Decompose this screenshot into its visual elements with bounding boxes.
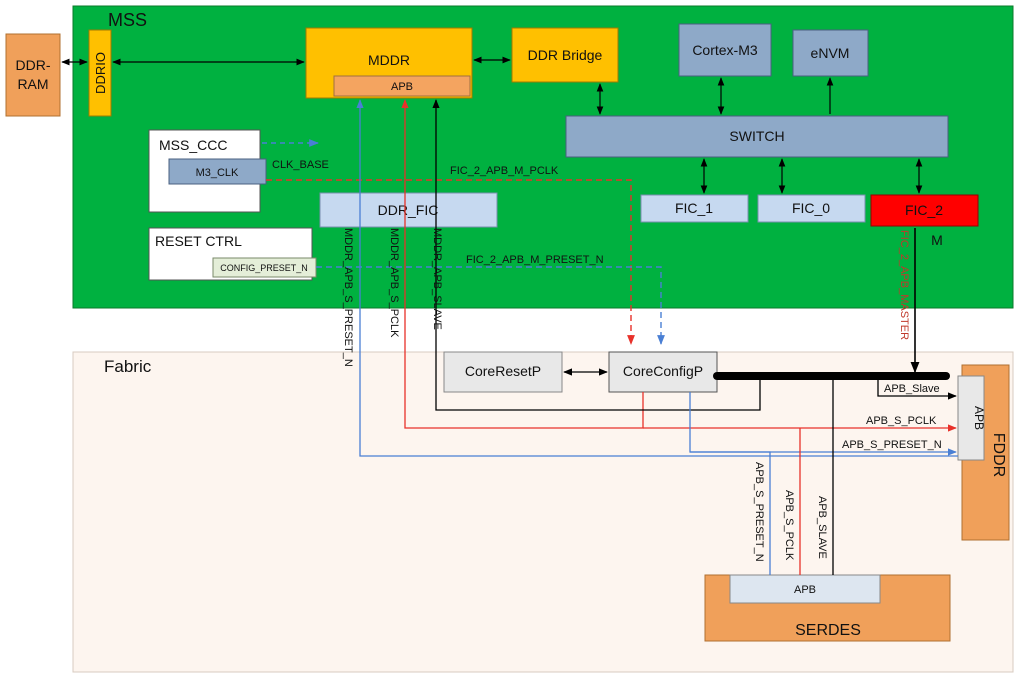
- clk-base-label: CLK_BASE: [272, 159, 329, 171]
- ddr-ram-block: DDR- RAM: [5, 33, 61, 117]
- mddr-label: MDDR: [368, 52, 410, 68]
- reset-ctrl-block: RESET CTRL CONFIG_PRESET_N: [148, 227, 317, 281]
- core-reset-p-block: CoreResetP: [443, 351, 563, 393]
- serdes-label: SERDES: [795, 622, 861, 639]
- mss-region-label: MSS: [108, 10, 147, 30]
- ddrio-block: DDRIO: [88, 29, 112, 117]
- mddr-apb-s-preset-n-line: [356, 99, 958, 457]
- fic2-apb-m-pclk-label: FIC_2_APB_M_PCLK: [450, 165, 559, 177]
- core-reset-p-label: CoreResetP: [465, 363, 541, 379]
- fddr-apb-label: APB: [972, 406, 986, 430]
- mddr-apb-slave-label: MDDR_APB_SLAVE: [431, 228, 443, 330]
- fic2-apb-m-preset-n-label: FIC_2_APB_M_PRESET_N: [466, 254, 604, 266]
- apb-s-preset-n-serdes-line: [690, 451, 771, 575]
- switch-label: SWITCH: [729, 128, 784, 144]
- apb-slave-serdes-label: APB_SLAVE: [816, 496, 828, 559]
- fic-1-block: FIC_1: [640, 194, 749, 223]
- ddr-ram-label-line2: RAM: [17, 76, 48, 92]
- mss-ccc-label: MSS_CCC: [159, 137, 227, 153]
- core-config-p-label: CoreConfigP: [623, 363, 703, 379]
- mss-ccc-block: MSS_CCC M3_CLK: [148, 129, 267, 213]
- apb-s-preset-n-serdes-label: APB_S_PRESET_N: [753, 462, 765, 562]
- switch-block: SWITCH: [565, 115, 949, 158]
- apb-slave-fddr-label: APB_Slave: [884, 383, 940, 395]
- ddr-fic-block: DDR_FIC: [319, 192, 498, 228]
- serdes-apb-label: APB: [794, 584, 816, 596]
- fic-0-label: FIC_0: [792, 200, 830, 216]
- apb-s-preset-n-fddr-label: APB_S_PRESET_N: [842, 439, 942, 451]
- fic-2-block: FIC_2 M: [870, 194, 979, 248]
- fic-2-mode-label: M: [931, 232, 943, 248]
- cortex-m3-block: Cortex-M3: [678, 23, 772, 77]
- fic-1-label: FIC_1: [675, 200, 713, 216]
- fic2-apb-m-preset-n-line: [316, 266, 665, 345]
- fabric-region-label: Fabric: [104, 357, 152, 376]
- mddr-apb-label: APB: [391, 81, 413, 93]
- ddr-bridge-block: DDR Bridge: [511, 27, 619, 83]
- config-preset-n-label: CONFIG_PRESET_N: [220, 263, 308, 273]
- apb-slave-fddr-line: [877, 376, 957, 400]
- mddr-apb-s-preset-n-label: MDDR_APB_S_PRESET_N: [342, 228, 354, 367]
- ddr-fic-label: DDR_FIC: [378, 202, 439, 218]
- fic2-apb-master-label: FIC_2_APB_MASTER: [898, 230, 910, 340]
- apb-s-pclk-serdes-label: APB_S_PCLK: [783, 490, 795, 561]
- envm-block: eNVM: [792, 29, 869, 77]
- core-config-p-block: CoreConfigP: [608, 351, 718, 393]
- envm-label: eNVM: [811, 45, 850, 61]
- fic2-apb-m-pclk-line: [266, 179, 635, 345]
- fddr-block: APB FDDR: [957, 364, 1010, 541]
- mddr-apb-s-pclk-label: MDDR_APB_S_PCLK: [388, 228, 400, 338]
- m3-clk-label: M3_CLK: [196, 167, 239, 179]
- mddr-block: MDDR APB: [305, 27, 473, 99]
- ddr-bridge-label: DDR Bridge: [528, 47, 603, 63]
- reset-ctrl-label: RESET CTRL: [155, 233, 242, 249]
- serdes-block: APB SERDES: [704, 574, 951, 642]
- ddr-ram-label-line1: DDR-: [16, 57, 51, 73]
- fddr-label: FDDR: [990, 433, 1007, 477]
- fic-2-label: FIC_2: [905, 202, 943, 218]
- cortex-m3-label: Cortex-M3: [692, 42, 758, 58]
- ddrio-label: DDRIO: [93, 52, 108, 94]
- fic-0-block: FIC_0: [757, 194, 866, 223]
- mddr-apb-slave-line: [432, 99, 761, 411]
- apb-s-pclk-fddr-label: APB_S_PCLK: [866, 415, 937, 427]
